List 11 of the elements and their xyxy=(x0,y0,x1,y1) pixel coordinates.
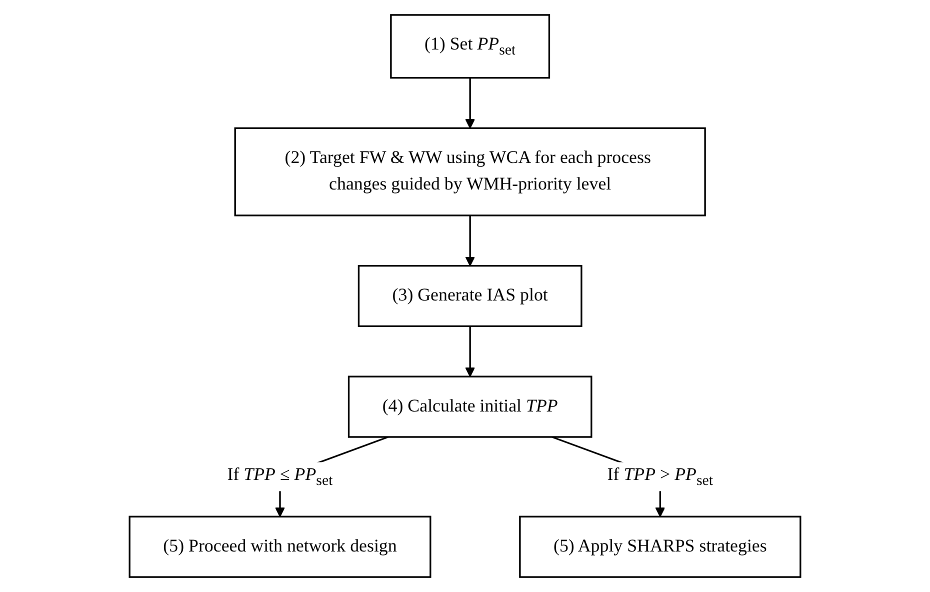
node-box: (4) Calculate initial TPP xyxy=(348,376,592,438)
edge-label: If TPP ≤ PP$_{set}$ xyxy=(227,466,333,488)
node-box: (3) Generate IAS plot xyxy=(358,264,582,328)
node-box: (5) Proceed with network design xyxy=(128,516,432,578)
node-box: (2) Target FW & WW using WCA for each process changes guided by WMH-priority level xyxy=(234,127,706,216)
arrow xyxy=(465,326,475,377)
edge-label: If TPP > PP$_{set}$ xyxy=(607,466,714,488)
node-box: (5) Apply SHARPS strategies xyxy=(519,516,802,578)
arrow xyxy=(465,215,475,266)
arrow xyxy=(465,78,475,129)
node-box: (1) Set PP$_{set}$ xyxy=(390,14,550,79)
